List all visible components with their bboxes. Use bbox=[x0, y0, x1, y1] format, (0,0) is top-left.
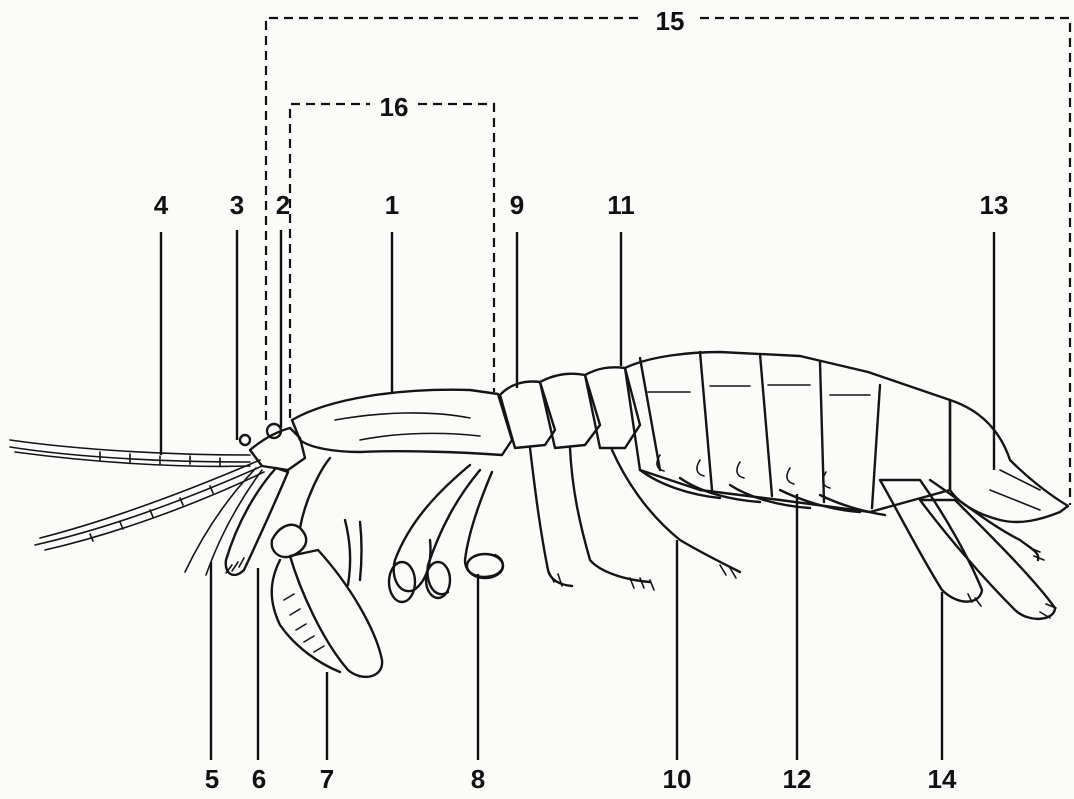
label-5: 5 bbox=[205, 764, 219, 794]
label-3: 3 bbox=[230, 190, 244, 220]
label-16: 16 bbox=[380, 92, 409, 122]
label-9: 9 bbox=[510, 190, 524, 220]
label-1: 1 bbox=[385, 190, 399, 220]
label-11: 11 bbox=[607, 190, 635, 220]
label-4: 4 bbox=[154, 190, 169, 220]
label-10: 10 bbox=[663, 764, 692, 794]
label-2: 2 bbox=[276, 190, 290, 220]
label-14: 14 bbox=[928, 764, 957, 794]
label-7: 7 bbox=[320, 764, 334, 794]
label-13: 13 bbox=[980, 190, 1009, 220]
label-6: 6 bbox=[252, 764, 266, 794]
label-12: 12 bbox=[783, 764, 812, 794]
label-8: 8 bbox=[471, 764, 485, 794]
label-15: 15 bbox=[656, 6, 685, 36]
